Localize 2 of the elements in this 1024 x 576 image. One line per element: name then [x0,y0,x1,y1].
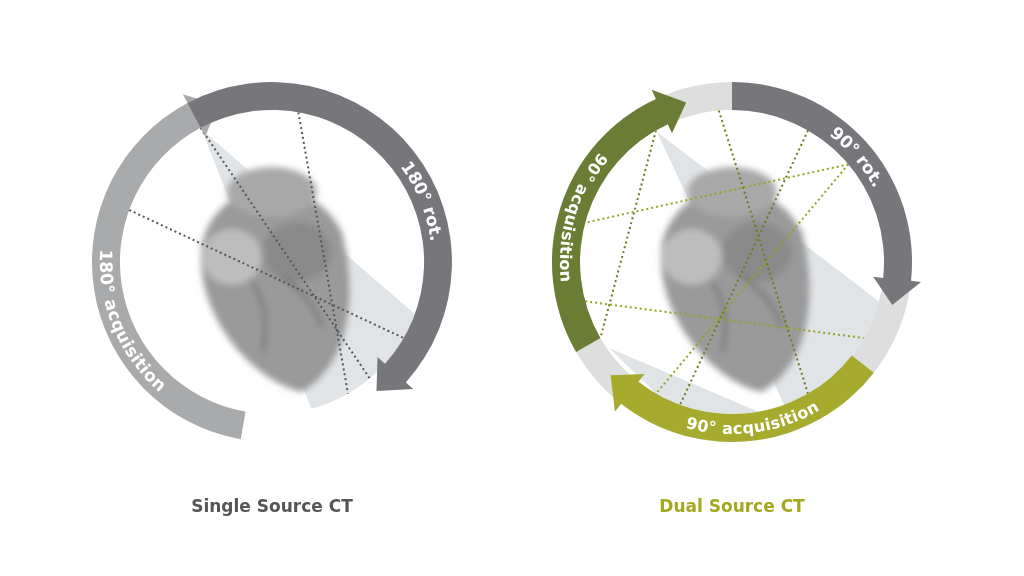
panel-caption: Dual Source CT [659,496,805,516]
panel-caption: Single Source CT [191,496,353,516]
